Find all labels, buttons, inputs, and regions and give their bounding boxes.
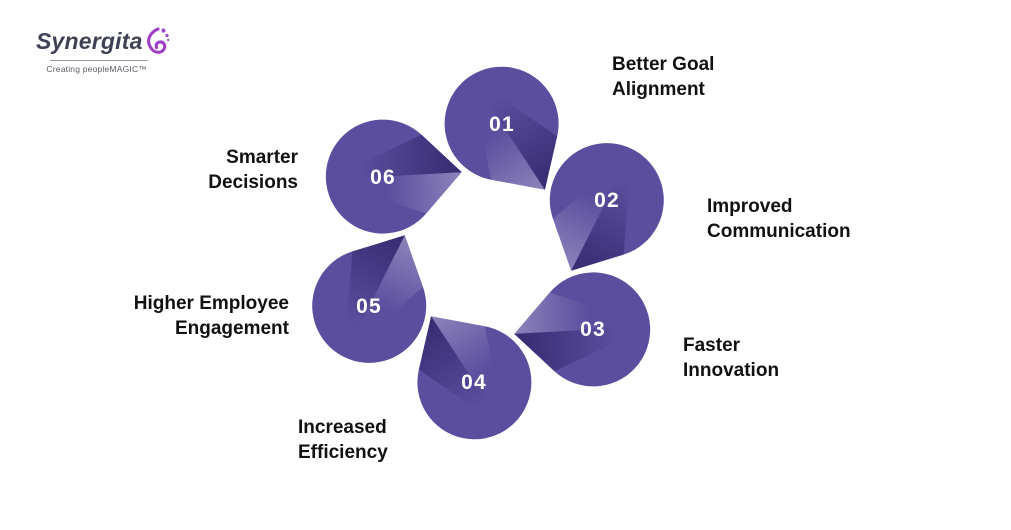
petal-number-03: 03 bbox=[580, 318, 606, 341]
label-faster-innovation: Faster Innovation bbox=[683, 333, 779, 383]
logo-divider bbox=[50, 60, 148, 61]
logo: Synergita Creating peopleMAGIC™ bbox=[36, 27, 170, 74]
label-line: Decisions bbox=[208, 172, 298, 193]
label-line: Innovation bbox=[683, 360, 780, 381]
petal-number-02: 02 bbox=[594, 189, 620, 212]
petal-number-01: 01 bbox=[489, 113, 515, 136]
petal-number-06: 06 bbox=[370, 166, 396, 189]
label-line: Engagement bbox=[174, 318, 289, 339]
label-line: Better Goal bbox=[612, 54, 715, 75]
label-increased-efficiency: Increased Efficiency bbox=[298, 415, 388, 465]
label-line: Communication bbox=[707, 221, 851, 242]
label-smarter-decisions: Smarter Decisions bbox=[88, 145, 298, 195]
brand-name: Synergita bbox=[36, 28, 143, 54]
label-line: Efficiency bbox=[298, 442, 388, 463]
logo-tagline: Creating peopleMAGIC™ bbox=[46, 64, 147, 74]
label-line: Alignment bbox=[612, 79, 705, 100]
label-line: Faster bbox=[683, 335, 741, 356]
petal-number-04: 04 bbox=[461, 371, 487, 394]
label-better-goal-alignment: Better Goal Alignment bbox=[612, 52, 714, 102]
label-improved-communication: Improved Communication bbox=[707, 194, 851, 244]
label-line: Higher Employee bbox=[133, 293, 289, 314]
label-higher-employee-engagement: Higher Employee Engagement bbox=[79, 291, 289, 341]
swirl-icon bbox=[146, 27, 170, 54]
label-line: Improved bbox=[707, 196, 793, 217]
petal-number-05: 05 bbox=[356, 295, 382, 318]
label-line: Smarter bbox=[226, 147, 298, 168]
label-line: Increased bbox=[298, 417, 387, 438]
